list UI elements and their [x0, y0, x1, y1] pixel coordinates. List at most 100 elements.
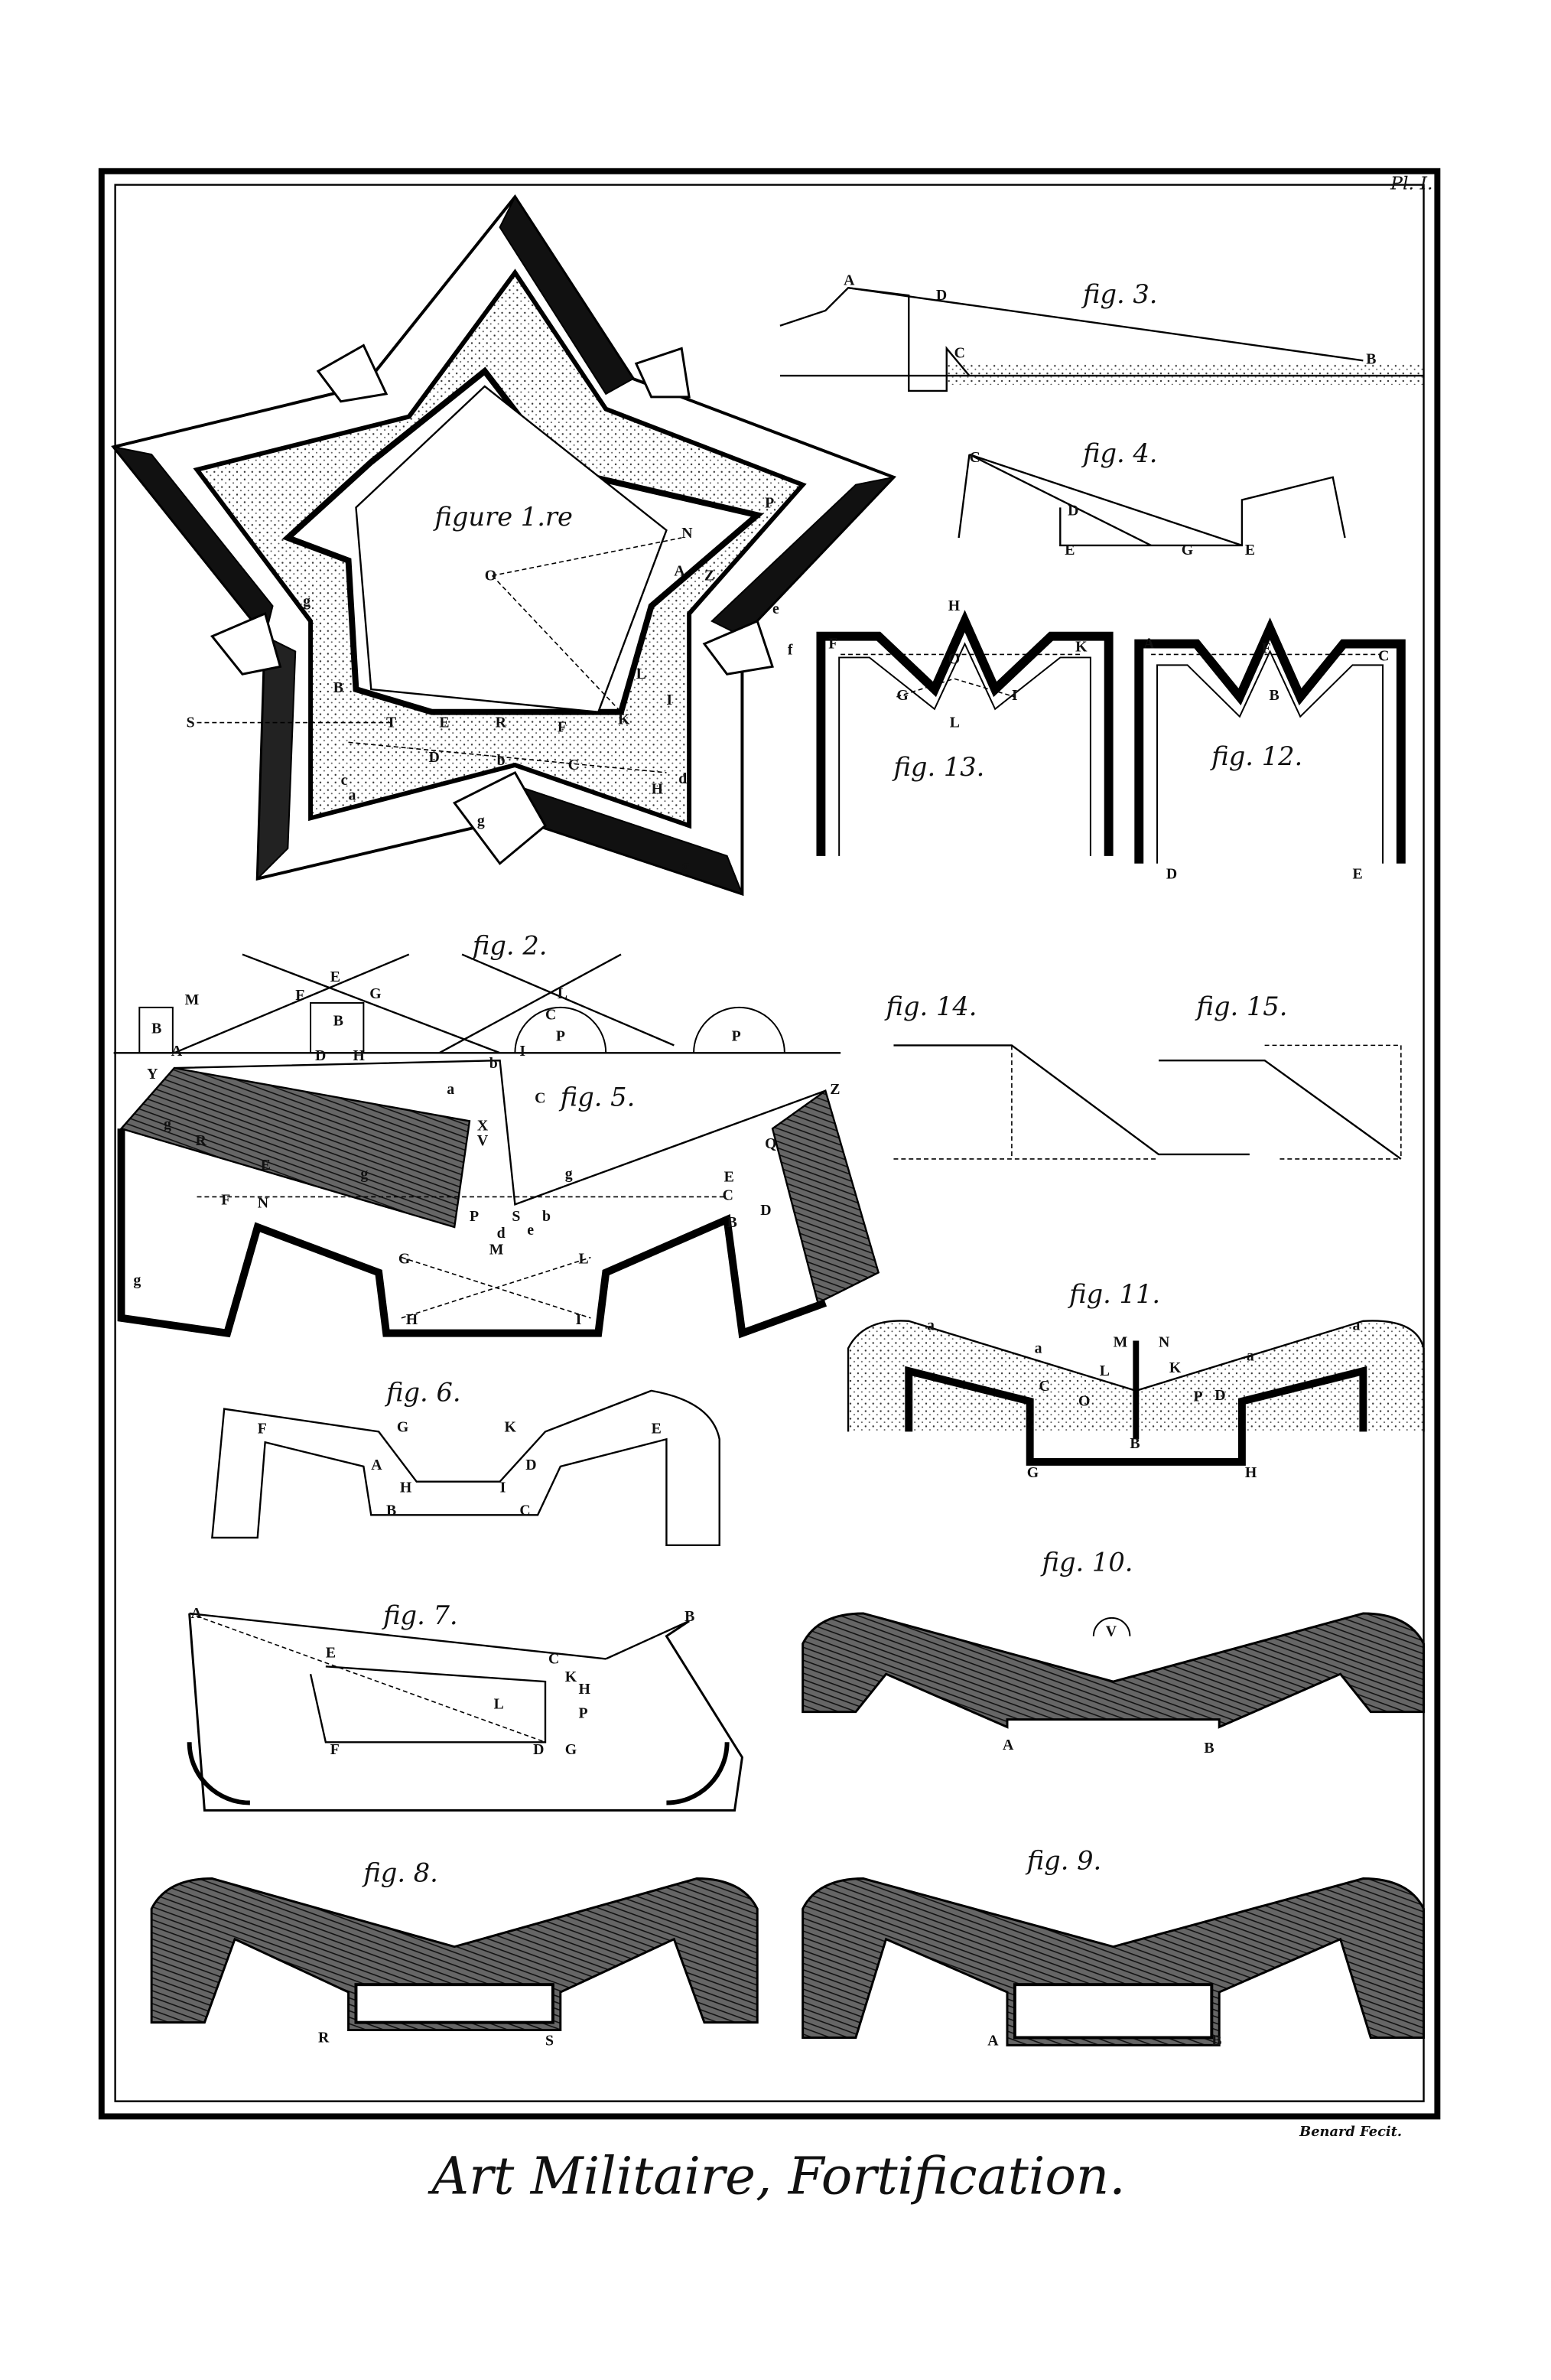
fig11-rampart [847, 1320, 1425, 1432]
fig2-letter-label: H [353, 1047, 366, 1064]
fig6-letter-label: B [386, 1502, 396, 1519]
fig6-letter-label: D [525, 1457, 536, 1473]
fig2-letter-label: E [330, 969, 340, 985]
fig5-letter-label: b [489, 1055, 498, 1072]
fig2-line [242, 953, 501, 1054]
fig5-letter-label: M [489, 1242, 504, 1258]
fort-place-pentagon [355, 385, 668, 713]
fig5-front [117, 1128, 828, 1339]
fig6-letter-label: K [505, 1418, 517, 1435]
fig2-letter-label: F [295, 987, 304, 1004]
fig1-letter-label: f [788, 641, 793, 658]
fig4-letter-label: C [969, 449, 980, 466]
fig12-front [1134, 617, 1406, 864]
inner-frame [114, 184, 1425, 2102]
fig12-front-inner [1156, 650, 1384, 864]
fig11-letter-label: a [1035, 1340, 1042, 1356]
fig4-line [968, 454, 1152, 546]
fig12-letter-label: D [1166, 866, 1177, 883]
fig2-letter-label: M [185, 991, 200, 1008]
fig5-letter-label: e [527, 1222, 534, 1239]
plate-number: Pl. I. [1390, 173, 1433, 194]
figures-layer [111, 194, 1426, 2046]
fig1-letter-label: I [666, 692, 672, 708]
fig4-caption: fig. 4. [1081, 438, 1158, 468]
fig4-letter-label: E [1245, 542, 1255, 558]
fig15-profile [1159, 1059, 1402, 1160]
fig5-letter-label: S [512, 1208, 520, 1225]
fig8-caption: fig. 8. [361, 1857, 438, 1887]
fort-construction-line [492, 537, 682, 577]
fig1-letter-label: C [568, 757, 579, 773]
fig1-letter-label: Z [704, 567, 714, 584]
fig1-letter-label: g [303, 593, 311, 610]
fig5-caption: fig. 5. [558, 1083, 636, 1112]
fig12-caption: fig. 12. [1209, 741, 1302, 771]
fig5-letter-label: Z [830, 1081, 840, 1098]
fig2-letter-label: B [151, 1021, 161, 1037]
fig5-letter-label: E [724, 1169, 734, 1186]
fig8-front [150, 1877, 759, 2032]
fig5-letter-label: R [196, 1132, 207, 1149]
fig12-letter-label: C [1378, 647, 1389, 664]
fig5-letter-label: g [360, 1166, 368, 1183]
fig11-letter-label: G [1027, 1464, 1039, 1481]
fig7-block [309, 1665, 547, 1743]
fig9-caption: fig. 9. [1025, 1846, 1102, 1876]
fig6-letter-label: I [500, 1480, 506, 1496]
fig4-line [969, 453, 1243, 547]
fig7-letter-label: D [533, 1741, 544, 1758]
fig11-letter-label: O [1078, 1393, 1090, 1410]
fig5-letter-label: V [477, 1132, 489, 1149]
fig6-letter-label: A [371, 1457, 382, 1473]
fig6-letter-label: H [400, 1480, 412, 1496]
fig11-letter-label: a [927, 1317, 935, 1334]
fig1-letter-label: K [618, 711, 630, 728]
fig2-line [438, 953, 622, 1054]
fort-construction-line [348, 741, 667, 773]
fig4-letter-label: G [1182, 542, 1193, 558]
fig11-letter-label: N [1159, 1333, 1170, 1350]
fig4-letter-label: D [1068, 502, 1078, 519]
fig3-letter-label: C [954, 344, 965, 361]
engraver-signature: Benard Fecit. [1299, 2124, 1402, 2140]
fig2-letter-label: D [315, 1047, 326, 1064]
fig11-letter-label: D [1214, 1387, 1225, 1404]
fig5-dark-face [119, 1066, 471, 1229]
fig11-letter-label: a [1247, 1347, 1254, 1364]
fig10-caption: fig. 10. [1040, 1548, 1133, 1577]
fig5-letter-label: C [535, 1090, 545, 1107]
fig2-letter-label: L [558, 985, 567, 1002]
fort-construction-line [492, 575, 622, 713]
fig1-letter-label: E [439, 715, 449, 731]
fig11-letter-label: L [1100, 1363, 1110, 1379]
fig5-letter-label: N [258, 1194, 269, 1211]
fig8-letter-label: R [318, 2029, 330, 2046]
fig6-letter-label: E [652, 1420, 662, 1437]
fig2-letter-label: P [556, 1027, 565, 1044]
fig1-letter-label: H [652, 781, 664, 798]
fig11-letter-label: B [1130, 1435, 1140, 1452]
fig4-letter-label: E [1065, 542, 1075, 558]
fig2-line [174, 953, 410, 1054]
fig7-line [605, 1620, 690, 1660]
fig5-letter-label: F [221, 1191, 230, 1208]
fig5-letter-label: H [406, 1311, 418, 1328]
fig1-letter-label: B [333, 679, 343, 696]
fig3-caption: fig. 3. [1081, 279, 1158, 309]
fig1-letter-label: O [485, 567, 496, 584]
fig13-letter-label: K [1075, 639, 1088, 656]
fig1-letter-label: e [772, 601, 779, 617]
fig13-line [896, 678, 1016, 698]
fig12-letter-label: E [1352, 866, 1362, 883]
fig9-letter-label: B [1211, 2032, 1221, 2049]
fig12-letter-label: B [1270, 687, 1279, 704]
fig7-letter-label: E [326, 1644, 336, 1661]
fort-ravelin-w [210, 611, 282, 676]
fig7-letter-label: C [548, 1650, 559, 1667]
fig4-wall [958, 454, 971, 539]
fig7-letter-label: B [684, 1608, 694, 1625]
fort-ravelin-e [702, 619, 774, 676]
fig5-outline [174, 1059, 826, 1206]
fig2-arc [514, 1006, 607, 1053]
